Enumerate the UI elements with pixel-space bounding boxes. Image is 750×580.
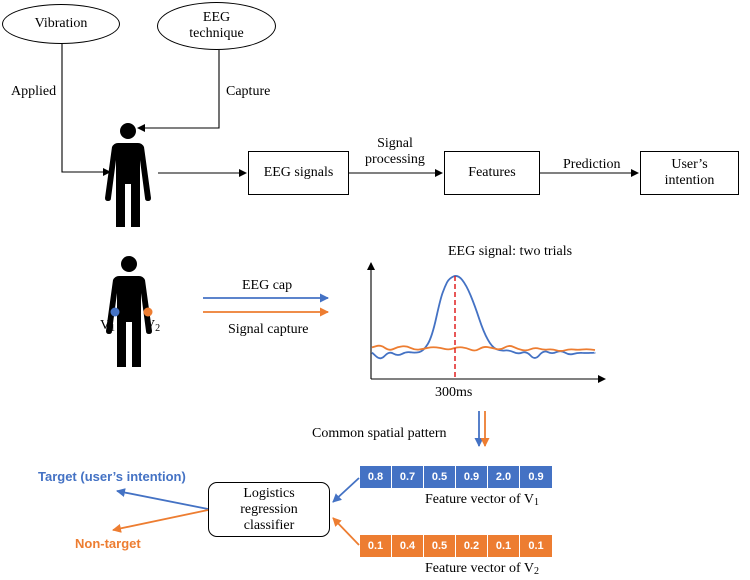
target-label: Target (user’s intention) xyxy=(38,469,186,484)
applied-arrow xyxy=(61,44,111,176)
fv1-cell: 0.5 xyxy=(424,466,456,488)
features-label: Features xyxy=(468,165,516,180)
vibration-label: Vibration xyxy=(34,16,88,31)
fv1-cell: 0.9 xyxy=(520,466,552,488)
non-target-label: Non-target xyxy=(75,536,141,551)
fv2-cell: 0.5 xyxy=(424,535,456,557)
classifier-box: Logistics regression classifier xyxy=(208,482,330,537)
electrode-v2-dot xyxy=(143,307,153,317)
electrode-v1-dot xyxy=(110,307,120,317)
fv2-to-classifier-arrow xyxy=(332,517,360,546)
fv1-to-classifier-arrow xyxy=(332,477,360,503)
csp-label: Common spatial pattern xyxy=(312,426,447,441)
fv1-cell: 0.9 xyxy=(456,466,488,488)
chart-marker-label: 300ms xyxy=(435,385,473,400)
fv2-cell: 0.1 xyxy=(488,535,520,557)
signal-processing-label: Signal processing xyxy=(365,136,425,167)
fv2-cell: 0.1 xyxy=(360,535,392,557)
v2-label: V2 xyxy=(145,318,161,334)
fv1-cell: 0.7 xyxy=(392,466,424,488)
users-intention-box: User’s intention xyxy=(640,151,739,195)
classifier-to-nontarget-arrow xyxy=(112,509,209,533)
eeg-cap-label: EEG cap xyxy=(242,278,293,293)
eeg-technique-label: EEG technique xyxy=(189,10,244,41)
classifier-to-target-arrow xyxy=(116,488,209,510)
fv2-cell: 0.2 xyxy=(456,535,488,557)
eeg-technique-node: EEG technique xyxy=(157,2,276,50)
person-icon-1 xyxy=(105,123,151,227)
eeg-signals-label: EEG signals xyxy=(263,165,334,180)
users-intention-label: User’s intention xyxy=(664,157,715,188)
prediction-label: Prediction xyxy=(563,157,621,172)
person-icon-2 xyxy=(106,256,152,367)
chart-title: EEG signal: two trials xyxy=(448,244,573,259)
classifier-label: Logistics regression classifier xyxy=(240,485,298,533)
fv1-cell: 0.8 xyxy=(360,466,392,488)
feature-vector-v1: 0.8 0.7 0.5 0.9 2.0 0.9 xyxy=(360,466,552,488)
fv2-cell: 0.4 xyxy=(392,535,424,557)
vibration-node: Vibration xyxy=(2,4,120,44)
eeg-trial-2-line xyxy=(371,344,596,352)
applied-label: Applied xyxy=(11,84,57,99)
feature-vector-v2: 0.1 0.4 0.5 0.2 0.1 0.1 xyxy=(360,535,552,557)
fv2-caption: Feature vector of V2 xyxy=(425,561,539,577)
capture-arrow xyxy=(137,50,220,132)
eeg-signals-box: EEG signals xyxy=(248,151,349,195)
fv1-cell: 2.0 xyxy=(488,466,520,488)
capture-label: Capture xyxy=(226,84,271,99)
v1-label: V1 xyxy=(100,318,116,334)
fv2-cell: 0.1 xyxy=(520,535,552,557)
signal-capture-label: Signal capture xyxy=(228,322,309,337)
fv1-caption: Feature vector of V1 xyxy=(425,492,539,508)
features-box: Features xyxy=(444,151,540,195)
